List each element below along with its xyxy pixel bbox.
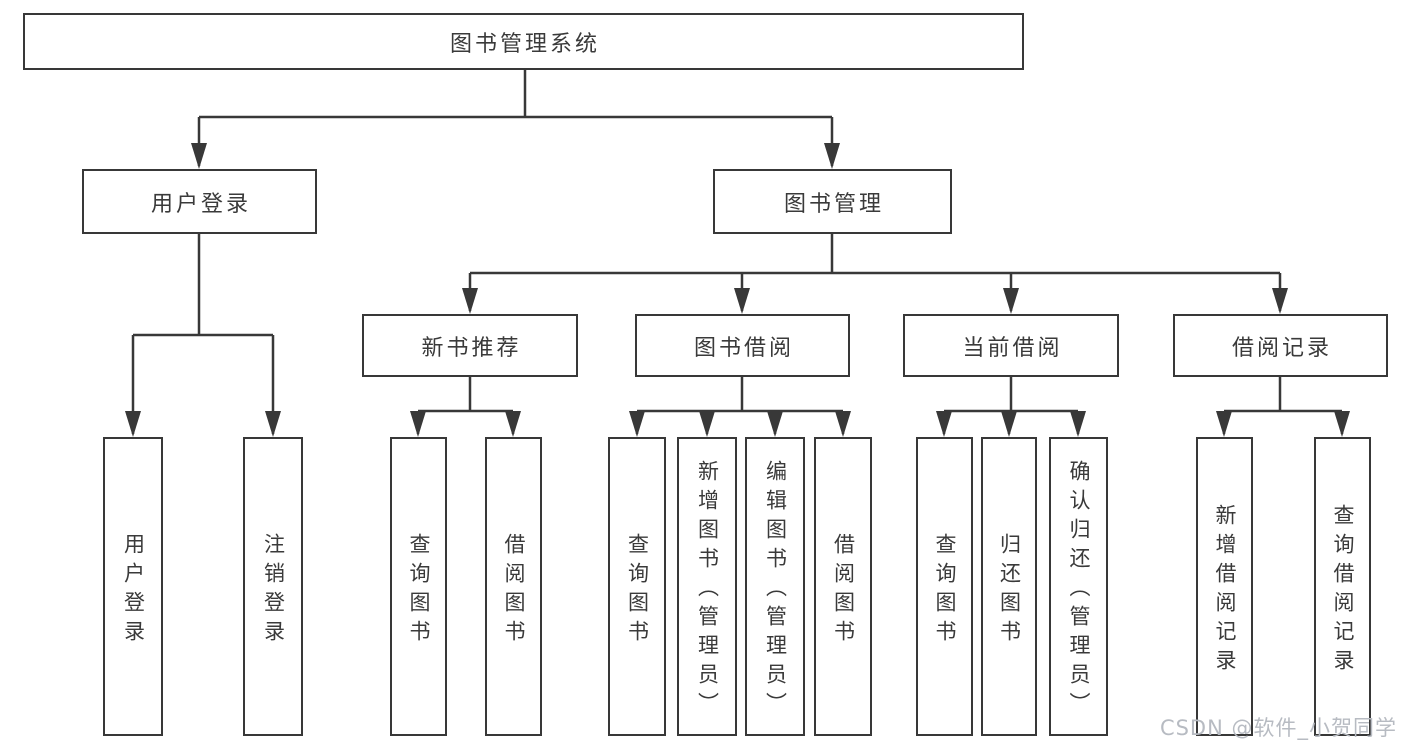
node-current-borrow: 当前借阅	[903, 314, 1119, 377]
leaf-cb-query-books: 查询图书	[916, 437, 973, 736]
leaf-rec-add-record: 新增借阅记录	[1196, 437, 1253, 736]
arrow-down-icon	[1334, 411, 1350, 437]
node-root: 图书管理系统	[23, 13, 1024, 70]
arrow-down-icon	[410, 411, 426, 437]
leaf-bb-query-books: 查询图书	[608, 437, 666, 736]
leaf-cb-return-books-label: 归还图书	[997, 532, 1022, 649]
arrow-down-icon	[734, 288, 750, 314]
connector-book-borrow-to-leaves	[635, 377, 845, 434]
connector-user-login-to-leaves	[131, 234, 275, 434]
leaf-cb-confirm-return-admin: 确认归还（管理员）	[1049, 437, 1108, 736]
arrow-down-icon	[824, 143, 840, 169]
leaf-logout-label: 注销登录	[261, 532, 286, 649]
arrow-down-icon	[835, 411, 851, 437]
leaf-rec-add-record-label: 新增借阅记录	[1213, 503, 1237, 678]
arrow-down-icon	[1070, 411, 1086, 437]
arrow-down-icon	[1216, 411, 1232, 437]
node-book-borrow-label: 图书借阅	[693, 335, 794, 361]
leaf-nbr-borrow-books-label: 借阅图书	[502, 532, 526, 649]
leaf-cb-query-books-label: 查询图书	[933, 532, 957, 649]
node-borrow-records: 借阅记录	[1173, 314, 1388, 377]
leaf-user-login-label: 用户登录	[121, 532, 146, 649]
node-user-login-label: 用户登录	[150, 191, 251, 217]
leaf-nbr-query-books-label: 查询图书	[407, 532, 431, 649]
node-book-mgmt-label: 图书管理	[783, 191, 884, 217]
arrow-down-icon	[462, 288, 478, 314]
arrow-down-icon	[1272, 288, 1288, 314]
node-borrow-records-label: 借阅记录	[1231, 335, 1332, 361]
arrow-down-icon	[767, 411, 783, 437]
arrow-down-icon	[1003, 288, 1019, 314]
leaf-bb-add-book-admin-label: 新增图书（管理员）	[695, 460, 720, 721]
leaf-bb-edit-book-admin: 编辑图书（管理员）	[745, 437, 805, 736]
leaf-logout: 注销登录	[243, 437, 303, 736]
arrowheads	[125, 143, 1350, 437]
connector-new-book-rec-to-leaves	[416, 377, 515, 434]
node-new-book-rec-label: 新书推荐	[421, 335, 522, 361]
leaf-cb-confirm-return-admin-label: 确认归还（管理员）	[1067, 460, 1091, 721]
arrow-down-icon	[699, 411, 715, 437]
leaf-bb-borrow-books: 借阅图书	[814, 437, 872, 736]
arrow-down-icon	[936, 411, 952, 437]
leaf-bb-borrow-books-label: 借阅图书	[831, 532, 856, 649]
node-book-mgmt: 图书管理	[713, 169, 952, 234]
arrow-down-icon	[505, 411, 521, 437]
leaf-nbr-query-books: 查询图书	[390, 437, 447, 736]
leaf-rec-query-record: 查询借阅记录	[1314, 437, 1371, 736]
node-user-login: 用户登录	[82, 169, 317, 234]
connector-borrow-records-to-leaves	[1222, 377, 1344, 434]
node-new-book-rec: 新书推荐	[362, 314, 578, 377]
node-root-label: 图书管理系统	[449, 31, 600, 57]
leaf-user-login: 用户登录	[103, 437, 163, 736]
leaf-cb-return-books: 归还图书	[981, 437, 1037, 736]
arrow-down-icon	[191, 143, 207, 169]
node-book-borrow: 图书借阅	[635, 314, 850, 377]
leaf-bb-edit-book-admin-label: 编辑图书（管理员）	[763, 460, 788, 721]
leaf-rec-query-record-label: 查询借阅记录	[1331, 503, 1355, 678]
leaf-bb-add-book-admin: 新增图书（管理员）	[677, 437, 737, 736]
arrow-down-icon	[265, 411, 281, 437]
csdn-watermark: CSDN @软件_小贺同学	[1159, 716, 1397, 740]
connector-root-to-level2	[197, 70, 834, 166]
arrow-down-icon	[1001, 411, 1017, 437]
arrow-down-icon	[125, 411, 141, 437]
connector-book-mgmt-to-level3	[468, 234, 1282, 311]
leaf-nbr-borrow-books: 借阅图书	[485, 437, 542, 736]
arrow-down-icon	[629, 411, 645, 437]
leaf-bb-query-books-label: 查询图书	[625, 532, 650, 649]
node-current-borrow-label: 当前借阅	[962, 335, 1063, 361]
